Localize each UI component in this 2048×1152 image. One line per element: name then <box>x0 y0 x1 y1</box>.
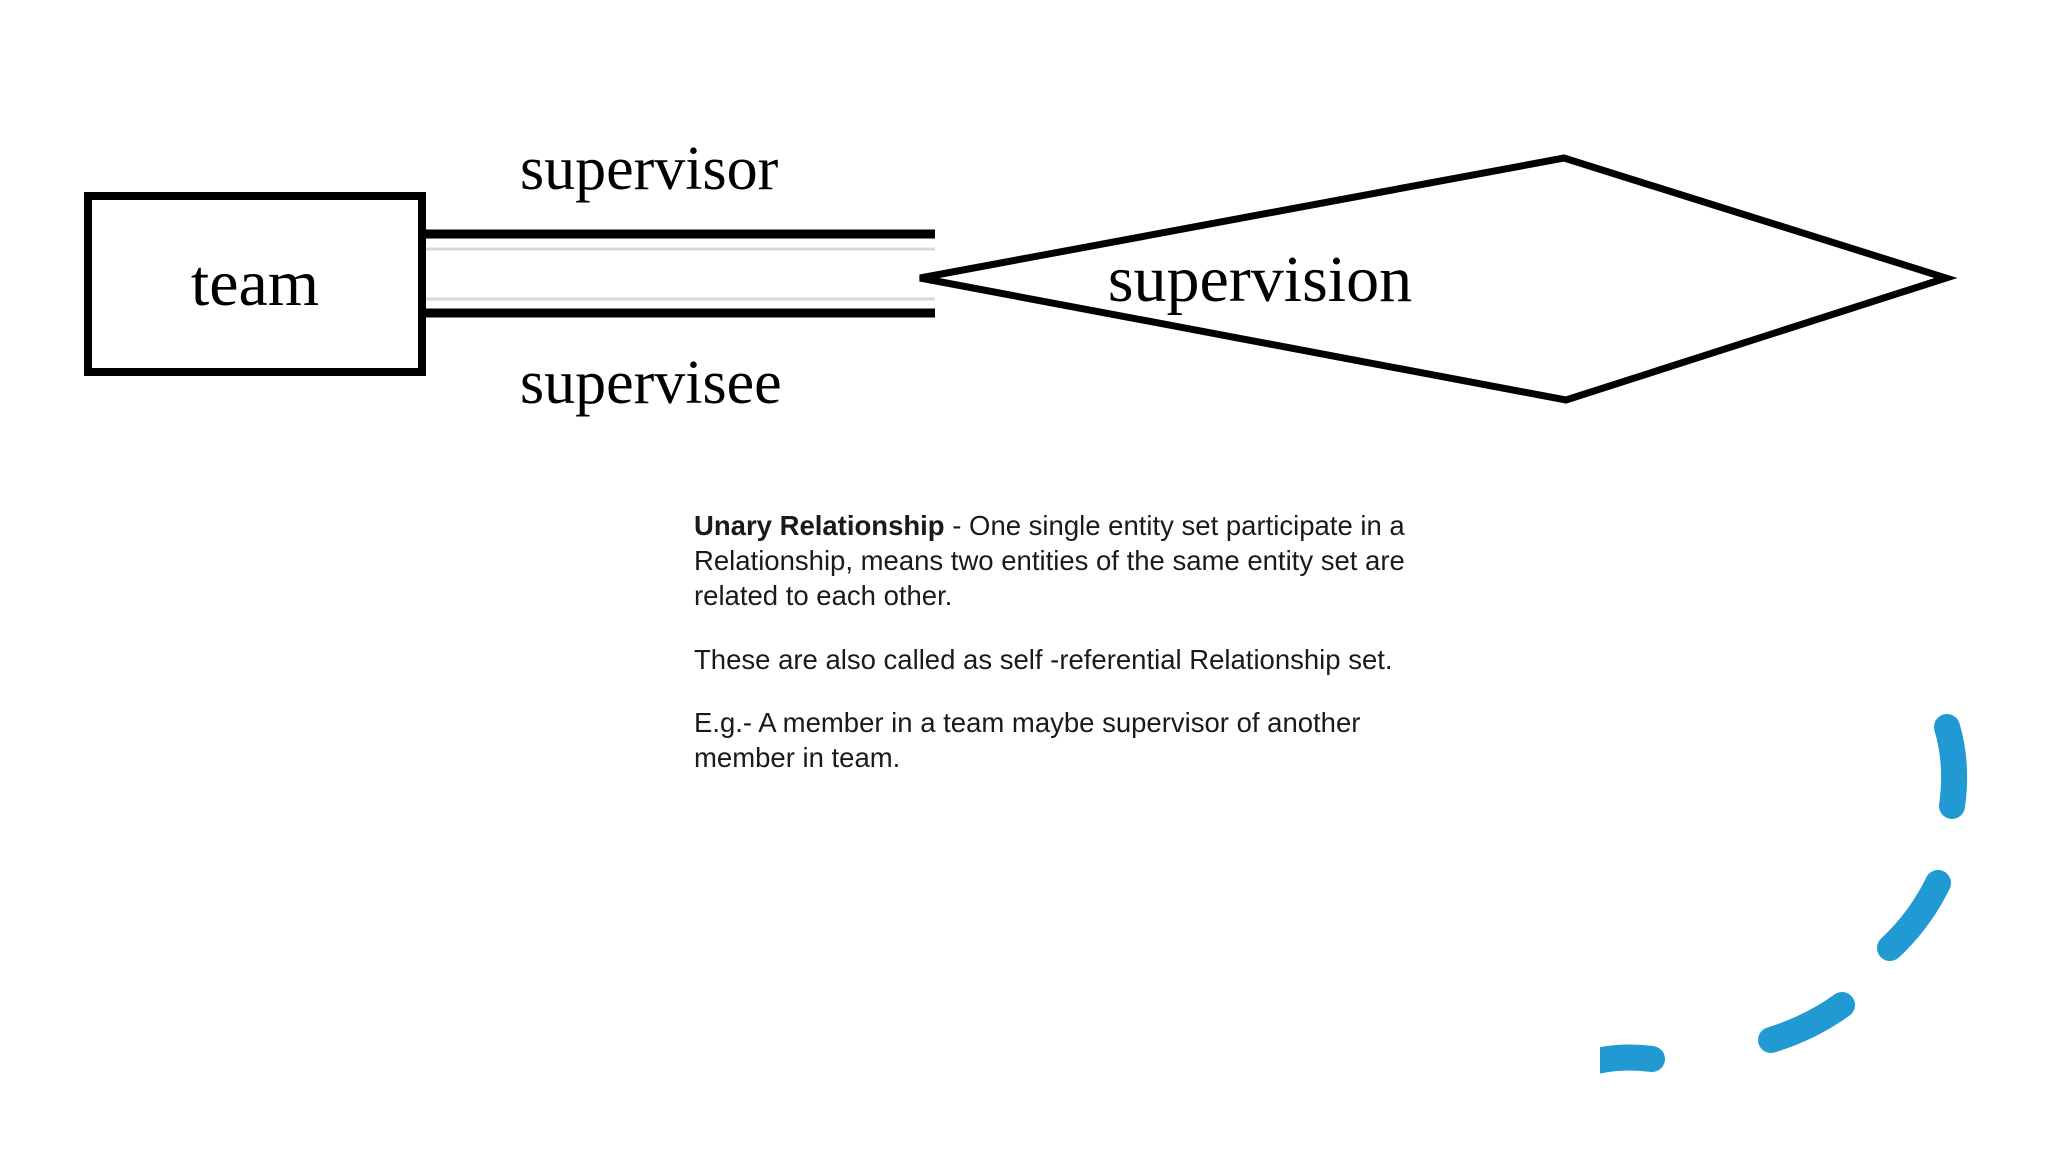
arc-dash-1 <box>1934 714 1968 819</box>
paragraph-term-unary-relationship: Unary Relationship <box>694 510 945 541</box>
connector-supervisee <box>420 297 935 318</box>
arc-dash-3 <box>1758 992 1855 1053</box>
paragraph-text-3: E.g.- A member in a team maybe superviso… <box>694 706 1361 773</box>
connector-supervisor <box>420 229 935 251</box>
description-paragraph-3: E.g.- A member in a team maybe superviso… <box>694 705 1454 775</box>
er-diagram: team supervision supervisor supervisee <box>0 0 2048 520</box>
dashed-arc-decoration <box>1600 714 1968 1074</box>
er-diagram-shapes <box>84 154 1958 404</box>
description-block: Unary Relationship - One single entity s… <box>694 508 1454 775</box>
description-paragraph-1: Unary Relationship - One single entity s… <box>694 508 1454 614</box>
relationship-supervision-shape <box>919 154 1958 404</box>
role-supervisor-label: supervisor <box>520 135 779 203</box>
entity-team-shape <box>84 192 426 376</box>
relationship-supervision-label: supervision <box>1107 243 1413 316</box>
entity-team-label: team <box>190 247 320 320</box>
arc-dash-4 <box>1600 1044 1665 1074</box>
role-supervisee-label: supervisee <box>520 349 782 417</box>
description-paragraph-2: These are also called as self -referenti… <box>694 642 1454 677</box>
paragraph-text-2: These are also called as self -referenti… <box>694 643 1393 675</box>
arc-dash-2 <box>1877 870 1951 961</box>
paragraph-text-1: - One single entity set participate in a… <box>694 510 1405 612</box>
